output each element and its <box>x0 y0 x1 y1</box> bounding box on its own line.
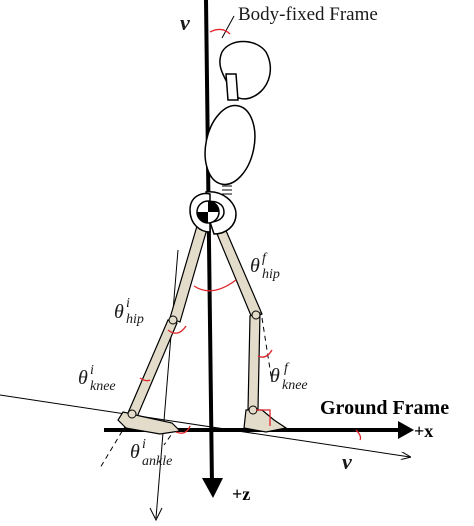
z-axis-arrowhead <box>202 478 223 498</box>
body-frame-leader <box>221 15 235 39</box>
body-frame-label: Body-fixed Frame <box>238 4 378 25</box>
ground-x-arrowhead <box>398 421 414 439</box>
svg-text:i: i <box>126 296 130 311</box>
angle-arcs <box>139 28 362 441</box>
svg-text:hip: hip <box>262 267 280 282</box>
v-bottom-label: v <box>342 449 352 474</box>
svg-text:hip: hip <box>126 312 144 327</box>
ground-frame-label: Ground Frame <box>320 397 449 419</box>
plus-z-label: +z <box>232 484 250 504</box>
velocity-line <box>0 394 410 457</box>
svg-text:f: f <box>262 251 268 266</box>
svg-text:θ: θ <box>250 255 260 277</box>
arc-hip-f <box>193 279 237 292</box>
svg-text:θ: θ <box>78 367 88 389</box>
joints <box>127 310 261 419</box>
svg-text:θ: θ <box>130 441 140 463</box>
arc-ankle-i <box>175 425 191 434</box>
left-leg <box>117 225 208 435</box>
plus-x-label: +x <box>414 421 433 441</box>
arc-knee-i <box>139 377 151 382</box>
svg-text:θ: θ <box>114 301 124 323</box>
v-top-label: v <box>180 10 190 35</box>
svg-text:ankle: ankle <box>142 454 172 469</box>
theta-knee-f: θ f knee <box>270 361 308 393</box>
theta-hip-i: θ i hip <box>114 296 144 327</box>
svg-text:f: f <box>284 361 290 376</box>
svg-text:i: i <box>90 363 94 378</box>
right-angle-foot <box>256 409 271 426</box>
svg-text:θ: θ <box>270 365 280 387</box>
svg-text:knee: knee <box>282 378 308 393</box>
theta-hip-f: θ f hip <box>250 251 280 282</box>
body-vertical-axis <box>204 0 214 487</box>
cog-marker <box>196 200 220 224</box>
theta-ankle-i: θ i ankle <box>130 437 172 469</box>
arc-knee-f <box>257 349 273 358</box>
torso <box>204 104 256 186</box>
theta-knee-i: θ i knee <box>78 363 116 394</box>
neck <box>225 73 239 101</box>
svg-text:i: i <box>142 437 146 452</box>
arc-ground-v <box>355 429 362 441</box>
arc-body-frame <box>209 28 231 35</box>
stance-reference-arrow <box>149 507 163 522</box>
spine-ribs <box>222 185 232 195</box>
stance-reference-line <box>155 249 179 519</box>
svg-text:knee: knee <box>90 379 116 394</box>
arc-hip-i <box>167 325 187 334</box>
